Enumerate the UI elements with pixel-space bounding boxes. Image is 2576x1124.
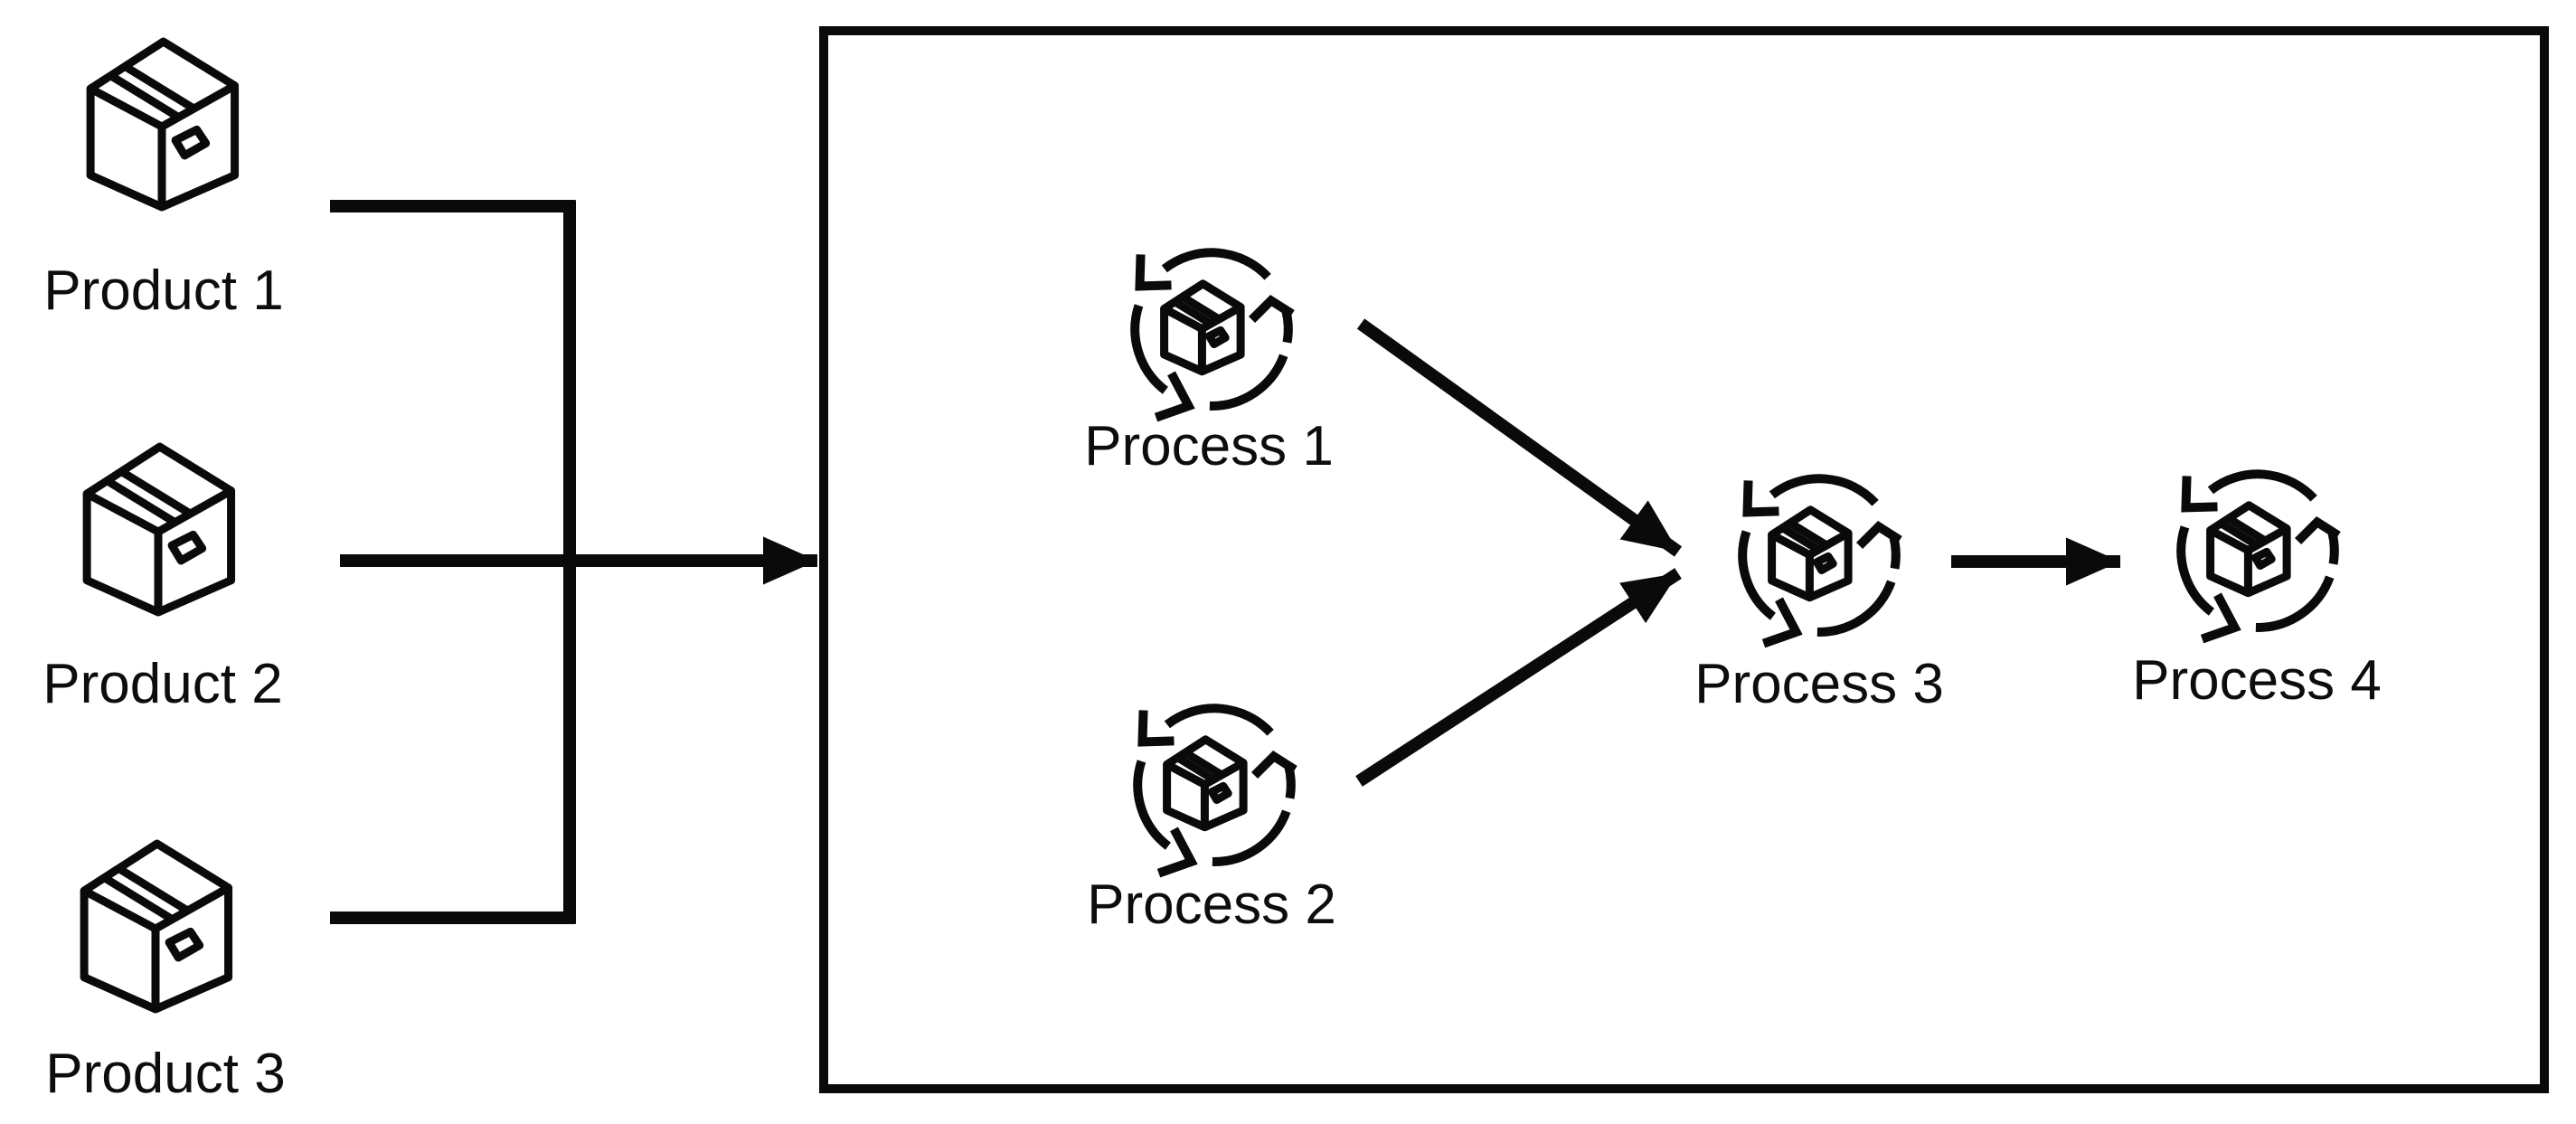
product-2-package-icon: [87, 447, 231, 612]
product-3-package-icon: [84, 844, 228, 1009]
process-1-to-process-3-arrow: [1356, 318, 1683, 557]
process-1-label: Process 1: [1084, 415, 1334, 477]
process-2-label: Process 2: [1087, 874, 1336, 936]
process-4-cycle-icon: [2181, 474, 2338, 638]
process-3-cycle-icon: [1742, 478, 1900, 643]
product-3-label: Product 3: [45, 1043, 286, 1105]
process-4-label: Process 4: [2132, 649, 2382, 712]
process-2-cycle-icon: [1137, 708, 1295, 873]
process-1-cycle-icon: [1135, 252, 1292, 417]
process-3-label: Process 3: [1694, 653, 1944, 715]
product-1-package-icon: [90, 42, 234, 207]
product-1-label: Product 1: [43, 260, 284, 322]
process-2-to-process-3-arrow: [1355, 568, 1682, 787]
system-boundary-box: [819, 26, 2549, 1093]
product-2-label: Product 2: [42, 653, 283, 715]
